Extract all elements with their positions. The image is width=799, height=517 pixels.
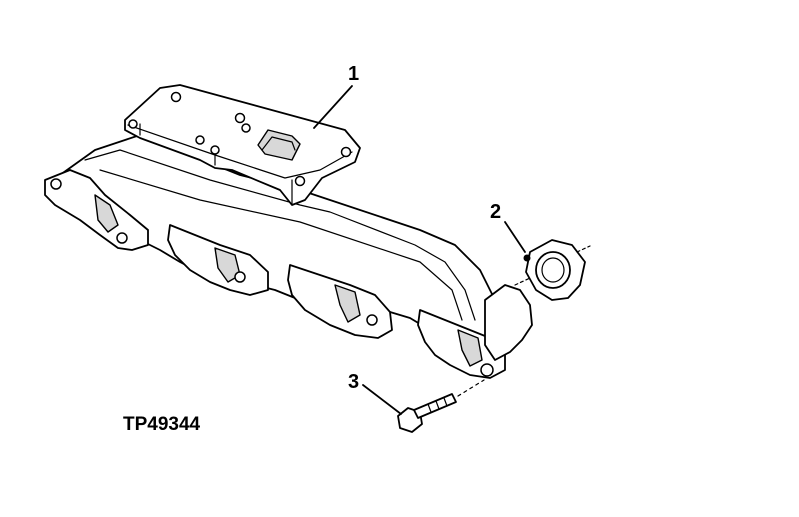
callout-1: 1 (313, 63, 359, 129)
leader-line-2 (504, 221, 526, 253)
leader-line-1 (313, 85, 353, 129)
callout-2: 2 (490, 201, 526, 253)
callout-label-2: 2 (490, 201, 501, 223)
callout-label-3: 3 (348, 371, 359, 393)
callout-3: 3 (348, 371, 402, 415)
cap-screw (397, 379, 485, 433)
callout-label-1: 1 (348, 63, 359, 85)
leader-line-3 (362, 384, 402, 415)
exhaust-manifold (44, 84, 533, 379)
outlet-gasket (514, 239, 591, 301)
figure-id-label: TP49344 (123, 414, 201, 435)
